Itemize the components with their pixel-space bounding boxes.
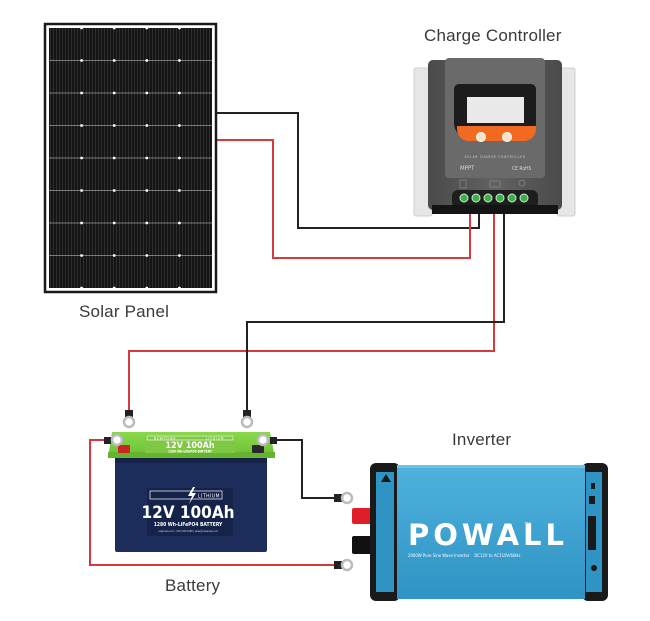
panel-bus-dot [80, 221, 83, 225]
battery-front-tag: LITHIUM [198, 494, 220, 500]
label-solar-panel: Solar Panel [79, 302, 170, 321]
panel-bus-dot [145, 26, 149, 30]
panel-bus-dot [80, 286, 83, 290]
panel-bus-dot [112, 254, 116, 257]
wires [89, 112, 505, 566]
controller-terminal-screw [519, 193, 529, 203]
ring-terminal-battery-neg-side [256, 433, 277, 447]
label-charge-controller: Charge Controller [424, 26, 562, 45]
panel-bus-dot [145, 189, 149, 192]
inverter: POWALL ™ 2000W Pure Sine Wave Inverter D… [352, 463, 608, 601]
panel-bus-dot [178, 254, 181, 257]
battery-brand: NEWPOWA [154, 437, 177, 441]
panel-bus-dot [145, 221, 149, 225]
panel-bus-dot [145, 124, 149, 127]
panel-bus-dot [80, 124, 83, 127]
cert-text: CE RoHS [512, 166, 531, 172]
wire-battery-inverter-positive [89, 439, 336, 566]
controller-header-text: SOLAR CHARGE CONTROLLER [464, 155, 525, 159]
panel-bus-dot [112, 156, 116, 160]
ring-terminal-inverter-neg [334, 491, 354, 505]
ok-button [502, 132, 512, 142]
ring-terminal-inverter-pos [334, 558, 354, 572]
battery-front-subtitle: 1280 Wh-LiFePO4 BATTERY [154, 522, 223, 528]
controller-terminal-screw [483, 193, 493, 203]
panel-bus-dot [112, 59, 116, 62]
panel-bus-dot [145, 156, 149, 160]
label-inverter: Inverter [452, 430, 512, 449]
menu-button [476, 132, 486, 142]
controller-terminal-screw [507, 193, 517, 203]
inverter-spec: 2000W Pure Sine Wave Inverter DC12V to A… [408, 553, 520, 559]
wire-panel-negative [216, 112, 480, 229]
charge-controller: MENU OK SOLAR CHARGE CONTROLLER MPPT CE … [413, 58, 576, 217]
inverter-positive-post [352, 508, 374, 524]
panel-bus-dot [145, 286, 149, 290]
inverter-brand: POWALL [408, 518, 568, 552]
panel-bus-dot [178, 59, 181, 62]
inverter-negative-post [352, 536, 374, 554]
ring-terminals [104, 410, 354, 572]
battery-front-footer: newpowa.com | (702) 629-1688 | sales@new… [158, 530, 218, 533]
panel-bus-dot [112, 26, 116, 30]
wire-controller-battery-positive [128, 212, 495, 413]
panel-bus-dot [178, 124, 181, 127]
panel-bus-dot [178, 286, 181, 290]
panel-bus-dot [145, 91, 149, 95]
solar-panel [43, 22, 218, 294]
wire-battery-inverter-negative [276, 439, 336, 499]
panel-bus-dot [178, 26, 181, 30]
battery: NEWPOWA LITHIUM 12V 100Ah 1280 Wh-LiFePO… [108, 432, 275, 552]
panel-bus-dot [145, 254, 149, 257]
panel-bus-dot [80, 26, 83, 30]
panel-bus-dot [80, 156, 83, 160]
wire-panel-positive [216, 139, 471, 259]
ring-terminal-battery-pos-top [122, 410, 136, 429]
panel-bus-dot [80, 189, 83, 192]
battery-top-subtitle: 1280 Wh-LiFePO4 BATTERY [168, 450, 213, 454]
battery-front-title: 12V 100Ah [141, 503, 234, 523]
controller-terminal-screw [459, 193, 469, 203]
ring-terminal-battery-neg-top [240, 410, 254, 429]
battery-positive-terminal [118, 445, 130, 453]
menu-label: MENU [476, 127, 486, 131]
wire-controller-battery-negative [246, 212, 505, 413]
panel-bus-dot [112, 189, 116, 192]
panel-bus-dot [178, 189, 181, 192]
panel-bus-dot [112, 286, 116, 290]
mppt-text: MPPT [460, 165, 475, 172]
panel-bus-dot [112, 221, 116, 225]
panel-bus-dot [178, 156, 181, 160]
battery-top-title: 12V 100Ah [165, 441, 215, 451]
panel-bus-dot [80, 59, 83, 62]
inverter-trademark: ™ [524, 522, 531, 529]
battery-negative-terminal [252, 445, 264, 453]
label-battery: Battery [165, 576, 221, 595]
panel-bus-dot [178, 221, 181, 225]
ok-label: OK [505, 127, 510, 131]
panel-bus-dot [112, 91, 116, 95]
panel-bus-dot [145, 59, 149, 62]
battery-top-tag: LITHIUM [206, 437, 225, 441]
panel-bus-dot [112, 124, 116, 127]
panel-bus-dot [178, 91, 181, 95]
panel-bus-dot [80, 254, 83, 257]
panel-bus-dot [80, 91, 83, 95]
ring-terminal-battery-pos-side [104, 433, 124, 447]
controller-terminal-screw [471, 193, 481, 203]
controller-terminal-screw [495, 193, 505, 203]
